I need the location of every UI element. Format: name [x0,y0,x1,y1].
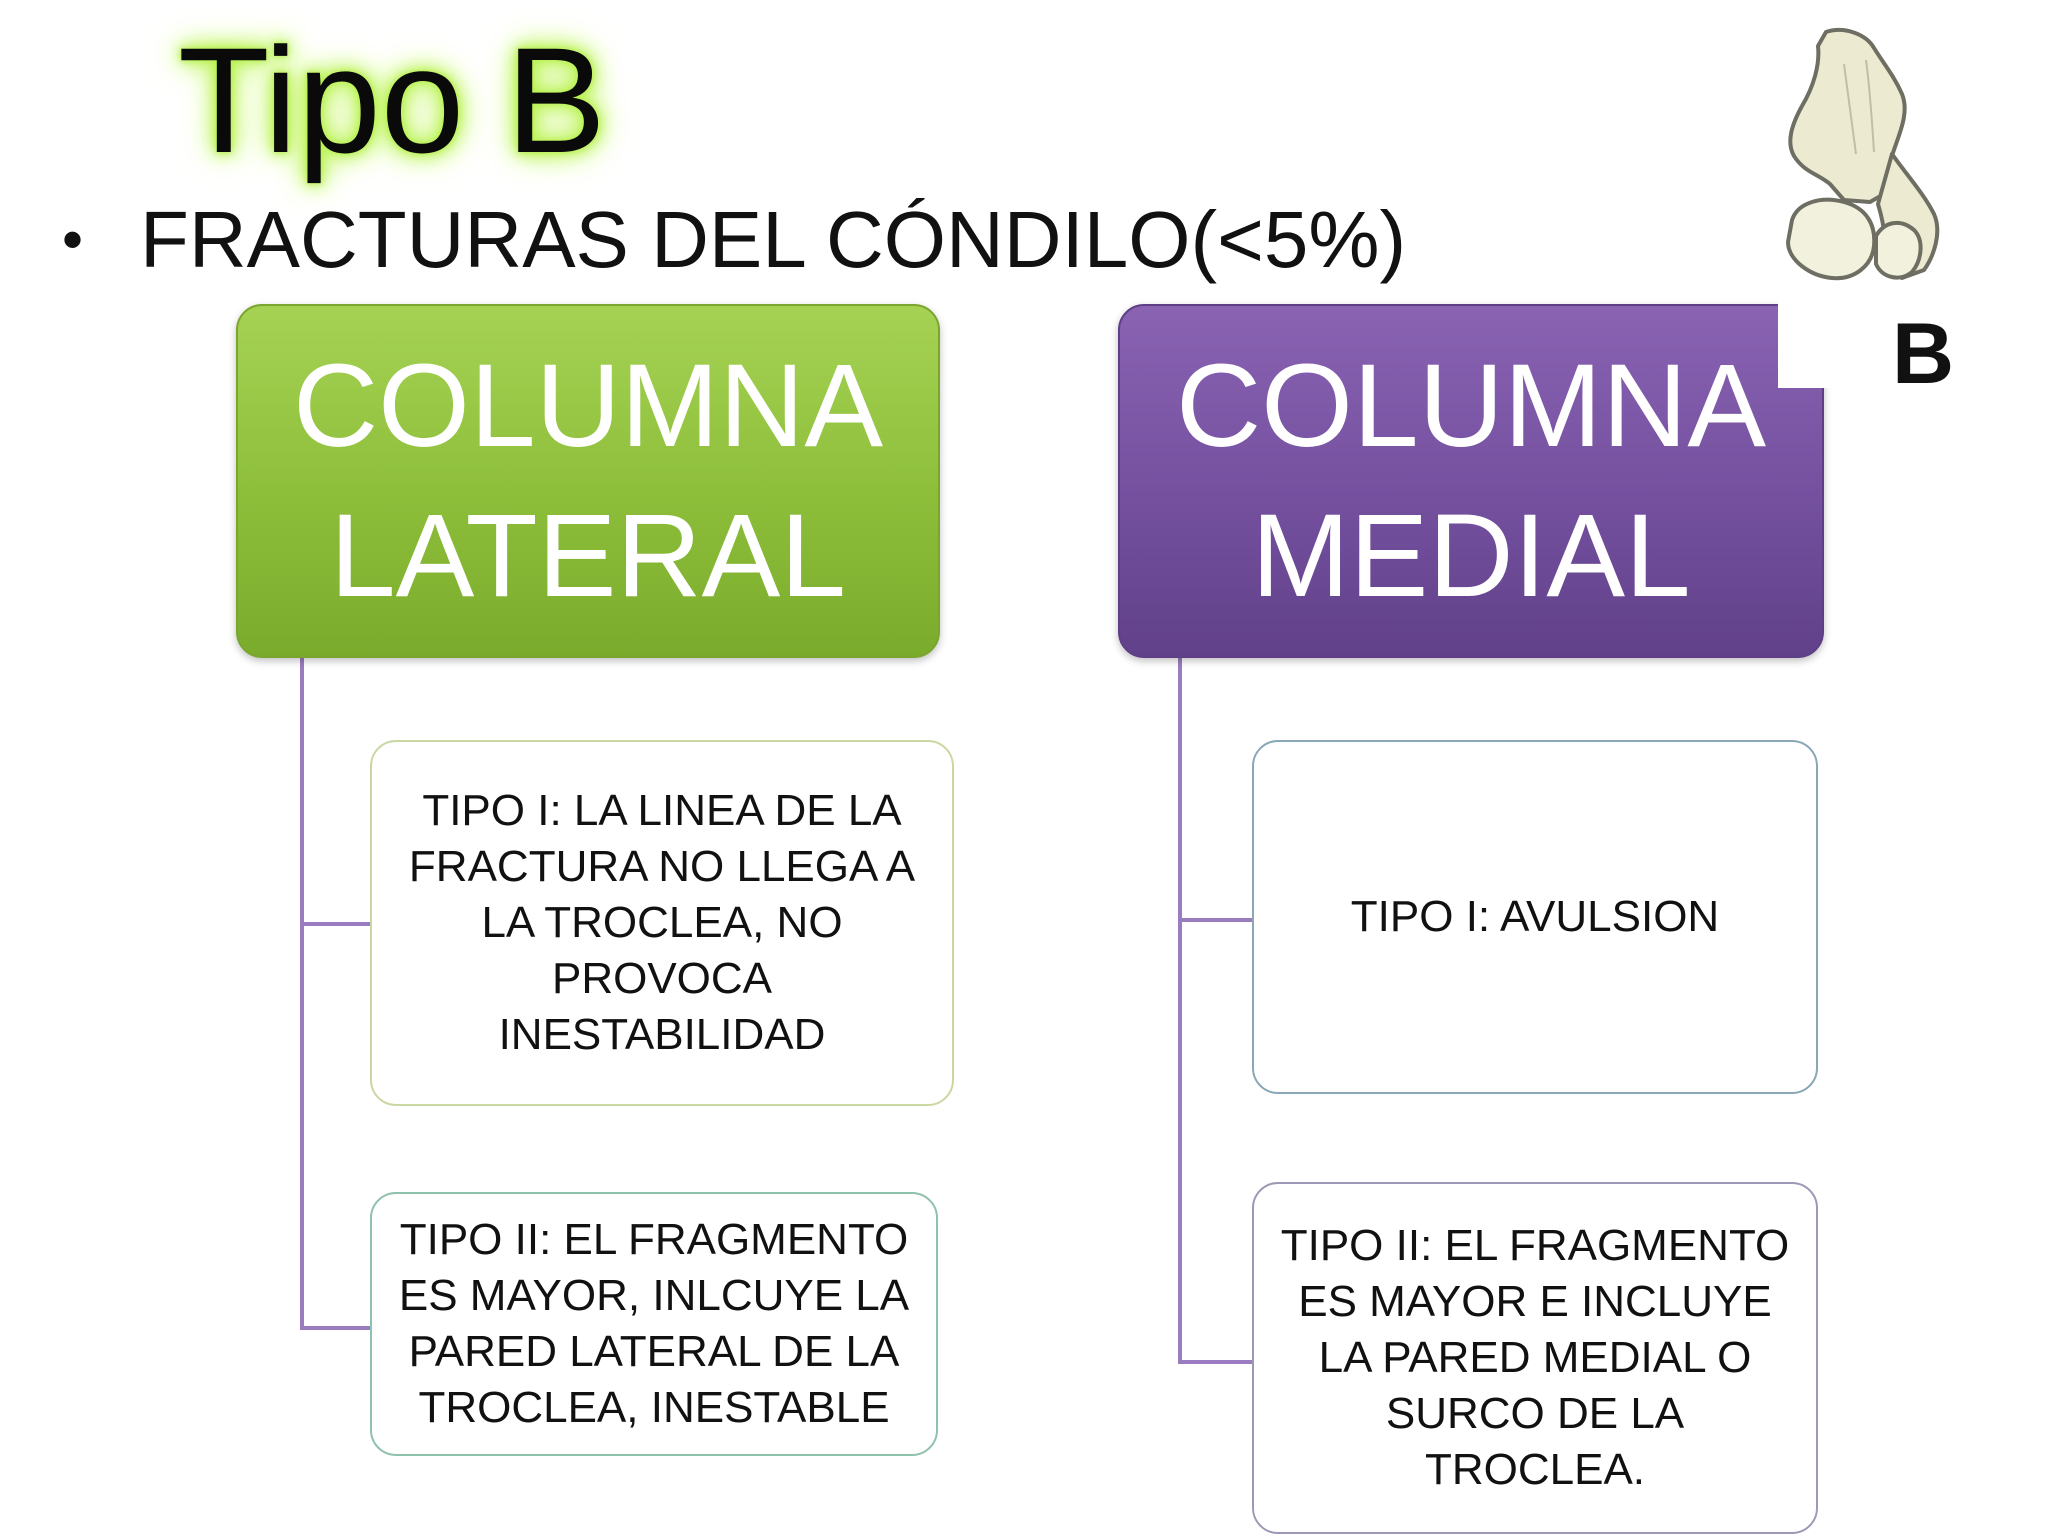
lateral-type-1-text: TIPO I: LA LINEA DE LA FRACTURA NO LLEGA… [408,786,916,1059]
bullet-text: FRACTURAS DEL CÓNDILO(<5%) [140,195,1407,284]
lateral-header-line-2: LATERAL [330,490,846,622]
medial-header-line-2: MEDIAL [1251,490,1691,622]
medial-type-1-text: TIPO I: AVULSION [1350,892,1720,941]
lateral-column-header: COLUMNA LATERAL [236,304,940,658]
lateral-connector-branch-1 [300,922,370,926]
lateral-type-2-box: TIPO II: EL FRAGMENTO ES MAYOR, INLCUYE … [370,1192,938,1456]
bullet-dot: • [62,206,84,273]
lateral-connector-branch-2 [300,1326,370,1330]
distal-humerus-fracture-illustration [1786,28,1940,281]
slide-title: Tipo B [178,16,606,184]
medial-column-header: COLUMNA MEDIAL [1118,304,1824,658]
medial-header-line-1: COLUMNA [1175,340,1767,472]
lateral-type-2-text: TIPO II: EL FRAGMENTO ES MAYOR, INLCUYE … [398,1215,910,1432]
medial-connector-branch-1 [1178,918,1252,922]
lateral-connector-vertical [300,654,304,1330]
image-overlap-cutout [1778,298,1848,388]
medial-type-1-box: TIPO I: AVULSION [1252,740,1818,1094]
medial-type-2-text: TIPO II: EL FRAGMENTO ES MAYOR E INCLUYE… [1280,1221,1790,1494]
lateral-header-line-1: COLUMNA [292,340,884,472]
medial-connector-branch-2 [1178,1360,1252,1364]
image-label: B [1892,306,1955,402]
lateral-type-1-box: TIPO I: LA LINEA DE LA FRACTURA NO LLEGA… [370,740,954,1106]
medial-type-2-box: TIPO II: EL FRAGMENTO ES MAYOR E INCLUYE… [1252,1182,1818,1534]
medial-connector-vertical [1178,654,1182,1364]
